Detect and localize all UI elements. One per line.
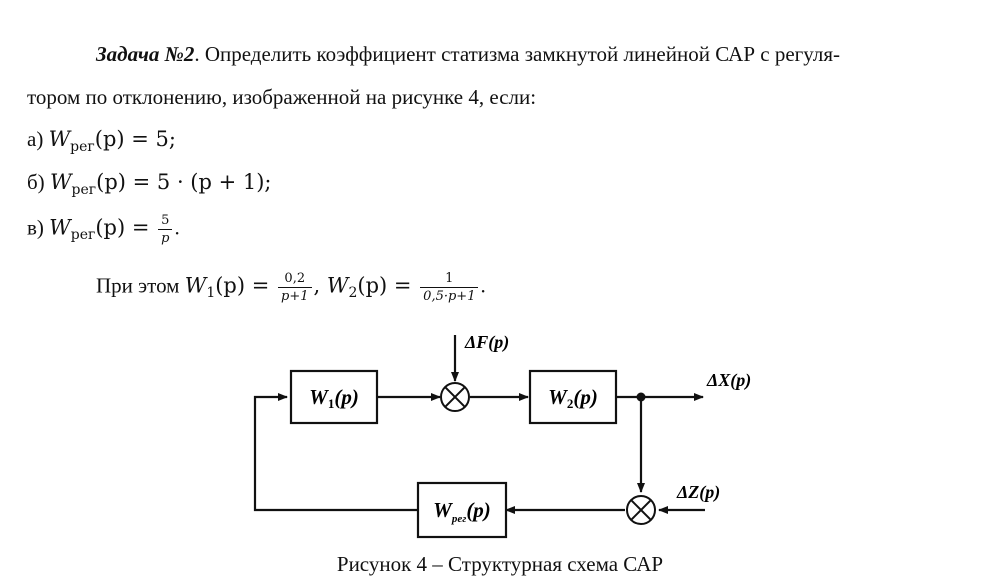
block-w2-sub: 2: [567, 396, 574, 411]
option-c-end: .: [174, 215, 180, 240]
block-wreg-arg: (p): [466, 498, 491, 522]
task-title: Задача №2: [96, 42, 195, 66]
option-b-value: 5 · (p + 1);: [156, 170, 272, 194]
given-sep: ,: [313, 273, 327, 298]
svg-text:W1(p): W1(p): [309, 385, 359, 411]
branch-point: [636, 392, 646, 402]
option-b: б) Wрег(p) = 5 · (p + 1);: [27, 169, 272, 198]
option-c-frac-den: p: [161, 231, 170, 246]
block-wreg: Wрег(p): [416, 481, 508, 539]
option-c-frac-num: 5: [158, 213, 173, 230]
svg-text:W2(p): W2(p): [548, 385, 598, 411]
given-w1-num: 0,2: [278, 271, 312, 288]
option-c-arg: (p) =: [95, 215, 157, 240]
given-prefix: При этом: [96, 273, 180, 298]
given-end: .: [480, 273, 486, 298]
option-b-arg: (p) =: [96, 170, 157, 194]
option-b-label: б): [27, 170, 45, 194]
summing-junction-1: [440, 382, 470, 412]
option-c-w: W: [49, 215, 71, 240]
line-feedback: [253, 393, 418, 512]
given-w2: W: [326, 273, 349, 298]
task-line-2: тором по отклонению, изображенной на рис…: [27, 84, 536, 110]
block-w1-name: W: [309, 385, 329, 409]
given-w2-arg: (p) =: [357, 273, 419, 298]
block-w1-sub: 1: [328, 396, 335, 411]
option-c-label: в): [27, 215, 44, 240]
given-w1-den: p+1: [281, 289, 309, 304]
given-w2-num: 1: [420, 271, 479, 288]
signal-lines: [253, 335, 705, 514]
option-c-sub: рег: [70, 227, 96, 244]
option-a-label: а): [27, 127, 44, 151]
option-b-w: W: [49, 170, 72, 194]
signal-dZ-label: ΔZ(p): [676, 482, 720, 503]
given-w2-sub: 2: [348, 285, 358, 302]
given-w1: W: [184, 273, 207, 298]
block-w1-arg: (p): [334, 385, 359, 409]
given-w2-den: 0,5·p+1: [423, 289, 476, 304]
task-text-2: тором по отклонению, изображенной на рис…: [27, 85, 537, 109]
block-w2-arg: (p): [573, 385, 598, 409]
block-wreg-sub: рег: [451, 513, 466, 525]
block-wreg-name: W: [433, 498, 453, 522]
svg-text:Wрег(p): Wрег(p): [433, 498, 491, 525]
task-text-1: . Определить коэффициент статизма замкну…: [194, 42, 840, 66]
option-a-w: W: [48, 127, 71, 151]
signal-dX-label: ΔX(p): [706, 370, 751, 391]
given-w1-arg: (p) =: [215, 273, 277, 298]
block-w1: W1(p): [289, 369, 379, 425]
option-a-arg: (p) =: [94, 127, 156, 151]
option-a-value: 5;: [155, 127, 176, 151]
signal-dF-label: ΔF(p): [464, 332, 509, 353]
option-a-sub: рег: [70, 139, 95, 155]
block-w2-name: W: [548, 385, 568, 409]
option-a: а) Wрег(p) = 5;: [27, 126, 176, 155]
option-b-sub: рег: [71, 182, 97, 198]
given-w1-sub: 1: [206, 285, 216, 302]
summing-junction-2: [626, 495, 656, 525]
task-line-1: Задача №2. Определить коэффициент статиз…: [96, 41, 840, 67]
figure-caption: Рисунок 4 – Структурная схема САР: [336, 552, 664, 576]
block-w2: W2(p): [528, 369, 618, 425]
